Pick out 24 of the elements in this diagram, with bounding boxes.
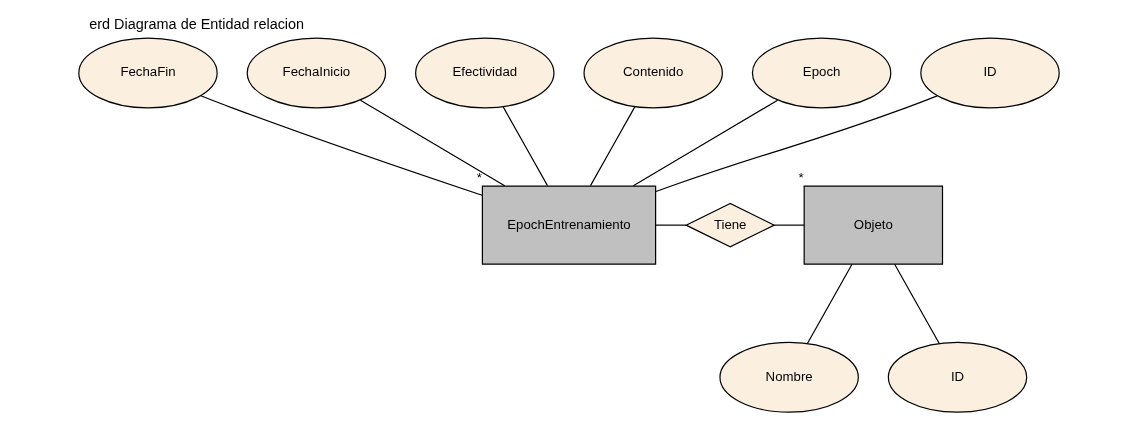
node-diamond: Tiene [684, 202, 776, 248]
connector [589, 106, 636, 187]
node-ellipse: FechaFin [78, 37, 218, 109]
diagram-title: erd Diagrama de Entidad relacion [89, 16, 305, 33]
node-ellipse: ID [887, 341, 1028, 413]
node-box: EpochEntrenamiento [481, 185, 657, 265]
node-ellipse: FechaInicio [246, 37, 387, 109]
connector [773, 224, 805, 226]
node-ellipse: Nombre [719, 341, 859, 413]
node-ellipse: ID [920, 37, 1060, 109]
node-box: Objeto [803, 185, 944, 265]
node-ellipse: Contenido [583, 37, 723, 109]
connector [200, 95, 483, 196]
connector [632, 99, 779, 187]
node-label: * [798, 170, 804, 186]
connector [806, 263, 853, 345]
connector [502, 106, 549, 187]
connector [655, 224, 687, 226]
connector [894, 263, 940, 345]
connector [655, 95, 938, 193]
node-ellipse: Efectividad [415, 37, 555, 109]
node-ellipse: Epoch [751, 37, 892, 109]
node-label: * [476, 170, 482, 186]
connector [359, 99, 506, 187]
